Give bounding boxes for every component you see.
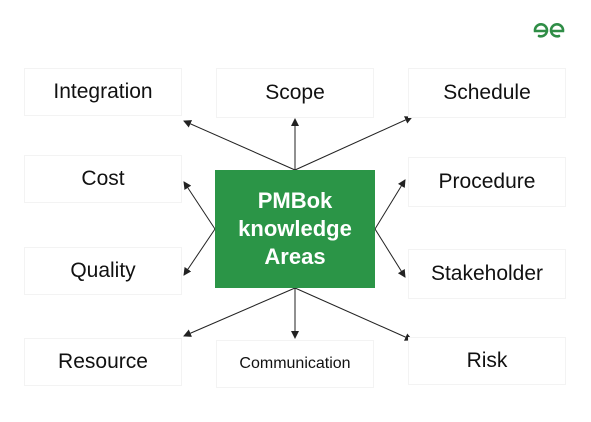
area-resource: Resource (24, 338, 182, 386)
area-risk: Risk (408, 337, 566, 385)
area-communication: Communication (216, 340, 374, 388)
arrow-procedure (374, 179, 406, 230)
arrow-integration (183, 120, 296, 171)
area-integration: Integration (24, 68, 182, 116)
area-cost: Cost (24, 155, 182, 203)
center-box: PMBok knowledge Areas (215, 170, 375, 288)
area-stakeholder: Stakeholder (408, 249, 566, 299)
arrow-stakeholder (374, 228, 406, 278)
center-line-2: knowledge (238, 216, 352, 241)
center-title: PMBok knowledge Areas (238, 187, 352, 271)
area-scope: Scope (216, 68, 374, 118)
area-quality: Quality (24, 247, 182, 295)
arrow-schedule (294, 116, 413, 171)
geeksforgeeks-logo-icon (533, 23, 565, 38)
center-line-1: PMBok (257, 188, 333, 213)
arrow-risk (294, 287, 413, 341)
area-procedure: Procedure (408, 157, 566, 207)
arrow-quality (183, 228, 216, 276)
area-schedule: Schedule (408, 68, 566, 118)
center-line-3: Areas (264, 244, 326, 269)
arrow-cost (183, 181, 216, 230)
arrow-resource (183, 287, 296, 337)
